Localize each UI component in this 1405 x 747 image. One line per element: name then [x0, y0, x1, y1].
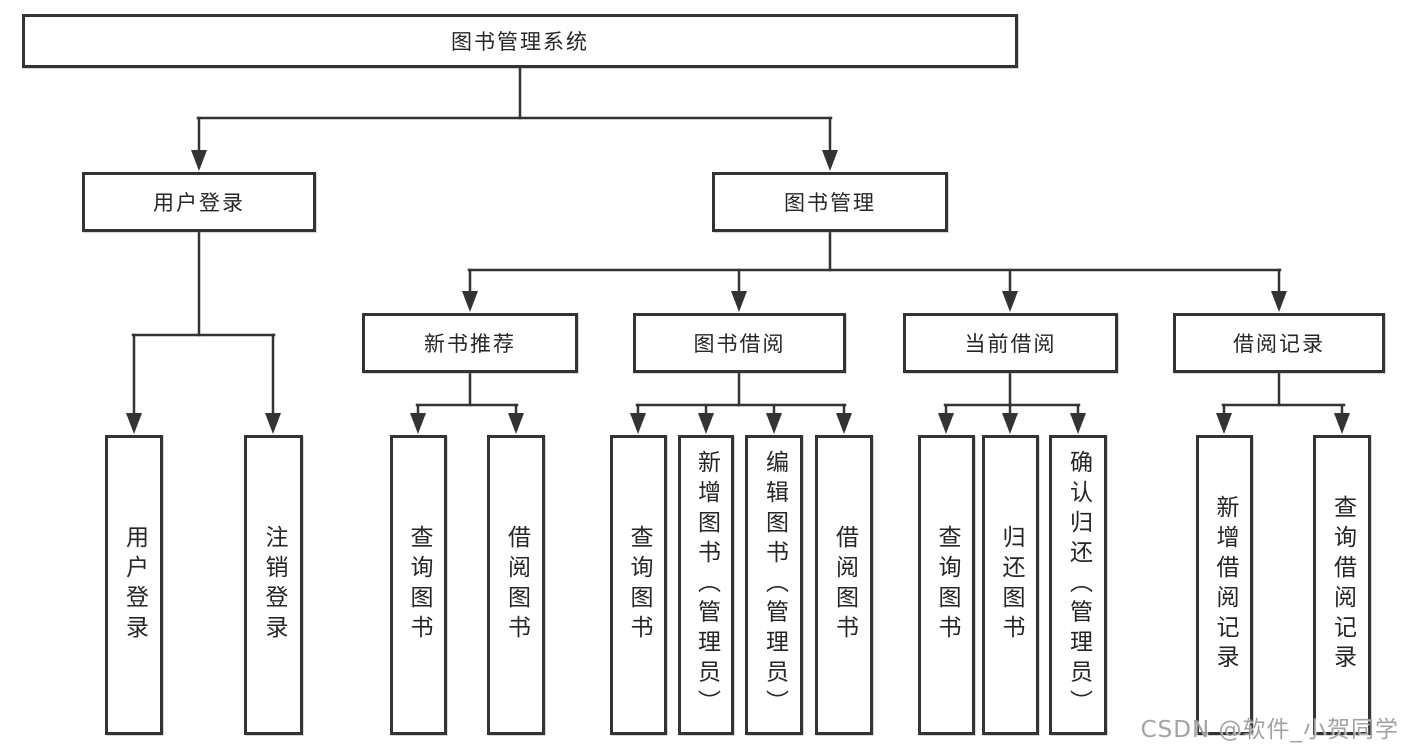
node-new-book-recommend: 新书推荐: [362, 313, 578, 373]
node-label: 注销登录: [261, 525, 287, 645]
node-label: 当前借阅: [964, 332, 1057, 356]
node-leaf-borrow-books: 借阅图书: [815, 435, 873, 735]
node-root-system: 图书管理系统: [22, 14, 1018, 68]
node-leaf-add-borrow-record: 新增借阅记录: [1196, 435, 1253, 735]
node-leaf-logout: 注销登录: [244, 435, 303, 735]
node-label: 新增借阅记录: [1212, 495, 1238, 675]
arrowhead-icons: [126, 150, 1350, 434]
node-label: 查询图书: [406, 525, 432, 645]
node-leaf-add-books-admin: 新增图书（管理员）: [678, 435, 734, 735]
node-label: 借阅记录: [1233, 332, 1325, 356]
node-leaf-borrow-query-books: 查询图书: [610, 435, 667, 735]
node-label: 借阅图书: [831, 525, 858, 645]
node-label: 归还图书: [998, 525, 1024, 645]
node-leaf-user-login: 用户登录: [105, 435, 163, 735]
node-leaf-newbook-query-books: 查询图书: [390, 435, 447, 735]
node-leaf-newbook-borrow-books: 借阅图书: [487, 435, 545, 735]
node-label: 新增图书（管理员）: [693, 450, 720, 720]
node-label: 图书管理系统: [451, 30, 589, 54]
node-leaf-return-books: 归还图书: [982, 435, 1039, 735]
node-label: 图书管理: [784, 191, 876, 215]
node-label: 查询图书: [934, 525, 960, 645]
node-label: 查询借阅记录: [1329, 495, 1356, 675]
node-leaf-confirm-return-admin: 确认归还（管理员）: [1049, 435, 1107, 735]
node-label: 新书推荐: [424, 332, 516, 356]
node-label: 借阅图书: [503, 525, 530, 645]
node-borrow-records: 借阅记录: [1173, 313, 1385, 373]
node-leaf-current-query-books: 查询图书: [918, 435, 975, 735]
node-label: 确认归还（管理员）: [1065, 450, 1092, 720]
node-book-borrow: 图书借阅: [633, 313, 846, 373]
node-label: 编辑图书（管理员）: [761, 450, 788, 720]
node-label: 用户登录: [153, 191, 245, 215]
node-leaf-query-borrow-record: 查询借阅记录: [1313, 435, 1371, 735]
node-current-borrow: 当前借阅: [903, 313, 1118, 373]
node-leaf-edit-books-admin: 编辑图书（管理员）: [745, 435, 803, 735]
node-label: 图书借阅: [693, 332, 786, 356]
node-label: 用户登录: [121, 525, 148, 645]
node-label: 查询图书: [626, 525, 652, 645]
node-user-login: 用户登录: [82, 172, 316, 232]
node-book-management: 图书管理: [712, 172, 948, 232]
